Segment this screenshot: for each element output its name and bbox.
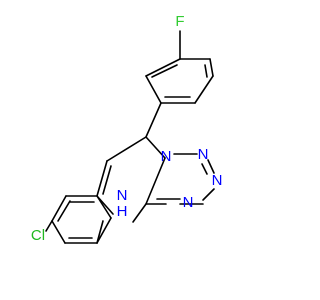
atom-fluorine: F [175,13,184,30]
fluorophenyl-ring [145,58,214,104]
atom-nitrogen-n3: N [183,194,194,211]
tetrazole-ring [145,153,215,205]
chlorophenyl-ring [51,195,112,244]
dihydropyrimidine-ring [96,136,166,223]
atom-nitrogen-n2: N [212,172,223,189]
atom-nitrogen-nh: N [117,187,128,204]
atom-hydrogen-nh: H [117,203,128,220]
bond-c5-aryl [96,195,112,219]
atom-nitrogen-bridge: N [161,148,172,165]
bond-c-cl [45,220,53,232]
bond-aryl-c7 [145,102,162,138]
atom-chlorine: Cl [31,227,45,244]
atom-nitrogen-n1: N [198,146,209,163]
molecule-structure-diagram: F Cl N N N N N H [31,13,223,244]
